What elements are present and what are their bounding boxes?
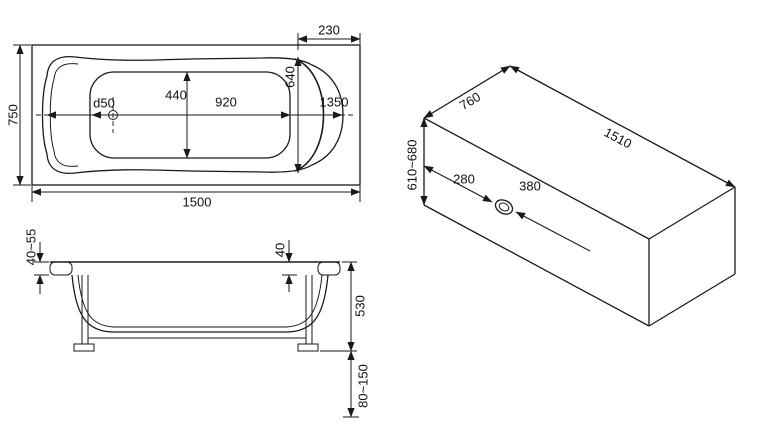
dim-label-920: 920 [215, 95, 237, 110]
dim-1350: 1350 [46, 95, 349, 119]
foot-left [73, 343, 95, 352]
dim-label-440: 440 [165, 88, 187, 103]
dim-1500: 1500 [31, 186, 361, 210]
box-edges [420, 65, 736, 327]
dim-label-760: 760 [457, 89, 483, 113]
drain-hole-inner [498, 202, 510, 212]
drain-label: d50 [93, 96, 115, 111]
dim-label-1350: 1350 [320, 95, 349, 110]
dim-label-40-55: 40~55 [24, 229, 39, 266]
edge-760 [423, 65, 511, 119]
dim-920: 920 [91, 95, 291, 119]
dim-640: 640 [283, 56, 302, 174]
dim-750: 750 [6, 44, 31, 186]
dim-label-1500: 1500 [183, 195, 212, 210]
dim-label-230: 230 [318, 23, 340, 38]
rim-left-cap [49, 261, 73, 276]
dim-40: 40 [273, 240, 297, 292]
tub-deck-outline [31, 44, 361, 186]
iso-view: 280 380 760 1510 610~680 [405, 65, 736, 327]
dim-label-380: 380 [519, 179, 541, 194]
dim-280: 280 [423, 165, 493, 203]
bowl-inner-line [77, 274, 323, 328]
bowl-profile [71, 274, 329, 333]
rim-right-cap [317, 261, 341, 276]
dim-440: 440 [165, 71, 191, 159]
dim-230: 230 [297, 23, 361, 50]
dim-label-750: 750 [6, 104, 21, 126]
dim-label-280: 280 [453, 172, 475, 187]
dim-label-530: 530 [353, 295, 368, 317]
side-view: 40~55 40 530 80~150 [24, 229, 371, 418]
dim-80-150: 80~150 [343, 350, 371, 418]
dim-380: 380 [515, 179, 591, 252]
edge-1510 [509, 65, 736, 188]
drain-hole-outer [494, 199, 514, 215]
dim-label-640: 640 [283, 66, 298, 88]
dim-label-610-680: 610~680 [405, 140, 420, 191]
dim-40-55: 40~55 [24, 229, 49, 294]
foot-right [297, 343, 319, 352]
dim-label-80-150: 80~150 [356, 364, 371, 408]
top-view: 230 750 1500 920 1350 440 64 [6, 23, 361, 210]
dim-label-1510: 1510 [602, 125, 635, 152]
dim-label-40: 40 [273, 243, 288, 257]
